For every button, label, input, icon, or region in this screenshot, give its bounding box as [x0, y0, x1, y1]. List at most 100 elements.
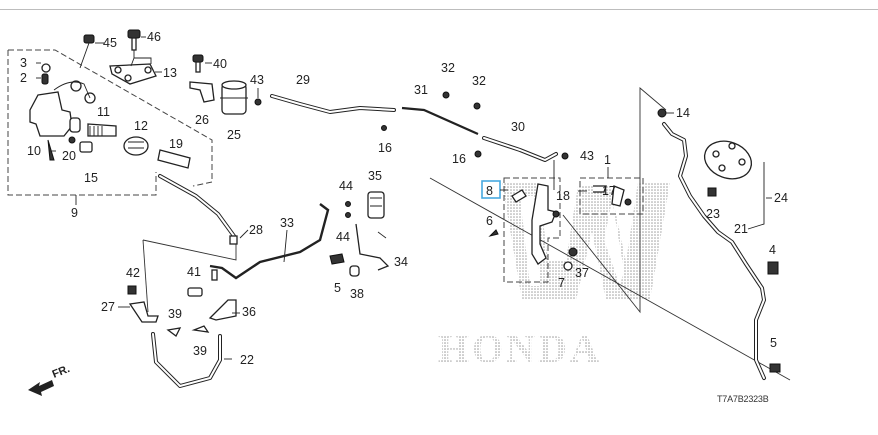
bracket-36: [208, 299, 237, 321]
part-label-33[interactable]: 33: [280, 216, 294, 230]
part-label-16b[interactable]: 16: [452, 152, 466, 166]
part-label-32a[interactable]: 32: [441, 61, 455, 75]
switch-41: [187, 287, 203, 297]
bolt-7: [563, 261, 573, 271]
clip-32: [442, 91, 450, 99]
clip-16: [474, 150, 482, 158]
clip-5: [769, 363, 781, 373]
svg-text:FR.: FR.: [51, 363, 72, 381]
honda-logo-watermark: HONDA: [438, 182, 670, 371]
part-labels: 3 2 45 46 13 40 43 26 25 11 12 19 10 20 …: [20, 30, 788, 367]
bolt-46: [127, 29, 141, 51]
part-label-16a[interactable]: 16: [378, 141, 392, 155]
bolt-44: [345, 212, 351, 218]
switch-1: [611, 185, 625, 207]
leader-line: [429, 177, 791, 381]
part-label-19[interactable]: 19: [169, 137, 183, 151]
part-label-32b[interactable]: 32: [472, 74, 486, 88]
clip-43: [254, 98, 262, 106]
part-label-26[interactable]: 26: [195, 113, 209, 127]
nut-42: [127, 285, 137, 295]
part-label-42[interactable]: 42: [126, 266, 140, 280]
part-label-11[interactable]: 11: [97, 105, 110, 119]
part-label-13[interactable]: 13: [163, 66, 177, 80]
part-label-44a[interactable]: 44: [339, 179, 353, 193]
part-label-12[interactable]: 12: [134, 119, 148, 133]
part-label-39a[interactable]: 39: [168, 307, 182, 321]
part-label-38[interactable]: 38: [350, 287, 364, 301]
diagram-code: T7A7B2323B: [717, 394, 769, 404]
part-label-43[interactable]: 43: [250, 73, 264, 87]
clip-17: [593, 185, 607, 193]
assembly-box-9: [7, 49, 213, 205]
part-label-6[interactable]: 6: [486, 214, 493, 228]
part-label-43b[interactable]: 43: [580, 149, 594, 163]
part-label-46[interactable]: 46: [147, 30, 161, 44]
part-label-41[interactable]: 41: [187, 265, 201, 279]
part-label-24[interactable]: 24: [774, 191, 788, 205]
cover-24: [703, 140, 753, 180]
part-label-35[interactable]: 35: [368, 169, 382, 183]
fitting-23: [707, 187, 717, 197]
part-label-27[interactable]: 27: [101, 300, 115, 314]
clutch-pipe-28: [158, 174, 236, 238]
leader-line: [142, 239, 237, 261]
clip-5: [329, 253, 345, 265]
grommet-38: [349, 265, 360, 277]
leader-line: [562, 87, 667, 314]
part-label-9[interactable]: 9: [71, 206, 78, 220]
bracket-34: [355, 223, 390, 271]
selected-part-highlight: [481, 180, 501, 199]
nut-14: [657, 108, 667, 118]
part-label-31[interactable]: 31: [414, 83, 428, 97]
clip-16: [381, 125, 387, 131]
part-label-20[interactable]: 20: [62, 149, 76, 163]
part-label-23[interactable]: 23: [706, 207, 720, 221]
leader-line: [142, 239, 149, 313]
part-label-18[interactable]: 18: [556, 189, 570, 203]
part-label-4[interactable]: 4: [769, 243, 776, 257]
bolt-6: [488, 229, 499, 237]
part-label-36[interactable]: 36: [242, 305, 256, 319]
reservoir-bracket: [189, 81, 215, 103]
part-label-44b[interactable]: 44: [336, 230, 350, 244]
part-label-21[interactable]: 21: [734, 222, 748, 236]
master-cylinder: [29, 63, 191, 169]
clip-4: [767, 261, 779, 275]
part-label-10[interactable]: 10: [27, 144, 41, 158]
assembly-box-1: [579, 177, 644, 215]
damper-35: [367, 191, 385, 219]
part-label-29[interactable]: 29: [296, 73, 310, 87]
part-label-28[interactable]: 28: [249, 223, 263, 237]
part-label-37[interactable]: 37: [575, 266, 589, 280]
clip-39: [166, 327, 182, 337]
clutch-pipe-33: [209, 203, 330, 280]
part-label-14[interactable]: 14: [676, 106, 690, 120]
part-label-8[interactable]: 8: [486, 184, 493, 198]
part-label-17[interactable]: 17: [602, 184, 616, 198]
part-label-25[interactable]: 25: [227, 128, 241, 142]
part-label-1[interactable]: 1: [604, 153, 611, 167]
part-label-30[interactable]: 30: [511, 120, 525, 134]
clip-43: [561, 152, 569, 160]
part-label-7[interactable]: 7: [558, 276, 565, 290]
release-cylinder-8: [511, 183, 560, 265]
part-label-5b[interactable]: 5: [770, 336, 777, 350]
reservoir: [220, 80, 248, 115]
hose-31: [401, 106, 479, 136]
bolt-40: [192, 54, 204, 73]
part-label-39b[interactable]: 39: [193, 344, 207, 358]
part-label-3[interactable]: 3: [20, 56, 27, 70]
part-label-22[interactable]: 22: [240, 353, 254, 367]
front-direction-arrow: FR.: [28, 363, 72, 396]
part-label-5a[interactable]: 5: [334, 281, 341, 295]
bolt-37: [568, 247, 578, 257]
clip-32: [473, 102, 481, 110]
part-label-2[interactable]: 2: [20, 71, 27, 85]
bolt-45: [79, 34, 95, 69]
part-label-15[interactable]: 15: [84, 171, 98, 185]
part-label-34[interactable]: 34: [394, 255, 408, 269]
part-label-45[interactable]: 45: [103, 36, 117, 50]
part-label-40[interactable]: 40: [213, 57, 227, 71]
